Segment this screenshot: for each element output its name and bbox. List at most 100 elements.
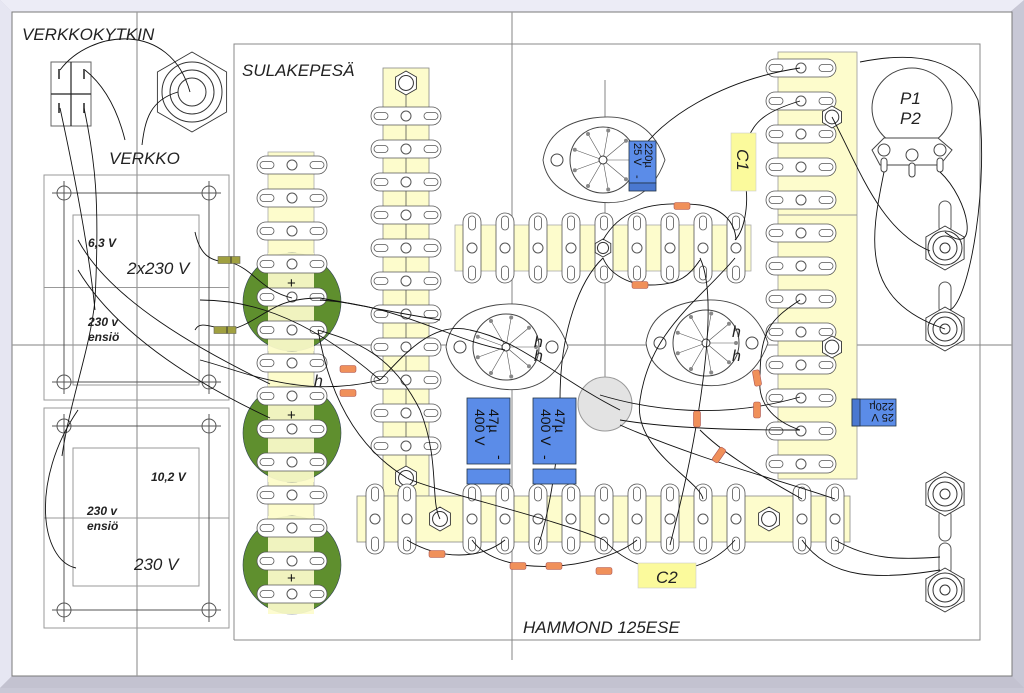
lug-hole bbox=[829, 513, 841, 525]
diode-2 bbox=[213, 326, 237, 334]
tube-socket-v1-pin bbox=[534, 345, 538, 349]
lug-slot-left bbox=[373, 343, 389, 351]
pot-terminal bbox=[877, 143, 891, 157]
tube-socket-v1-pin-line bbox=[477, 346, 507, 358]
frame-bevel-right bbox=[1012, 0, 1024, 688]
transformer-upper bbox=[43, 174, 230, 401]
wire-12 bbox=[229, 297, 321, 331]
tube-socket-v3-pin-line bbox=[602, 159, 609, 190]
lug-slot-left bbox=[373, 277, 389, 285]
lug-slot-right bbox=[423, 343, 439, 351]
lug-hole bbox=[400, 143, 412, 155]
lug-slot-right bbox=[818, 295, 834, 303]
tube-socket-v1-pin-line bbox=[490, 320, 507, 348]
tube-socket-v2-pin bbox=[734, 341, 738, 345]
lug-slot-left bbox=[768, 64, 784, 72]
lug-slot-right bbox=[309, 260, 325, 268]
lug-slot-left bbox=[768, 97, 784, 105]
resistor-12 bbox=[712, 446, 726, 464]
e2-base bbox=[466, 468, 511, 485]
e3-value: 47µ bbox=[552, 409, 568, 433]
lug-slot-left bbox=[373, 244, 389, 252]
pot-lug bbox=[908, 162, 916, 178]
wire-18 bbox=[379, 328, 621, 411]
tube-socket-v2-screw-r bbox=[745, 336, 759, 350]
mount-nut-hole bbox=[596, 241, 610, 255]
lug-hole bbox=[400, 110, 412, 122]
electrolytic-e4: 220µ 25 V bbox=[851, 398, 897, 427]
resistor-11-body bbox=[753, 401, 761, 419]
tube-socket-v1-pin-line bbox=[505, 317, 512, 348]
e4-base bbox=[851, 398, 861, 427]
lug-hole bbox=[401, 513, 413, 525]
c2-label: C2 bbox=[656, 568, 678, 587]
tube-socket-v2-pin bbox=[709, 370, 714, 375]
tube-socket-v1-pin-line bbox=[477, 336, 507, 348]
tag-strip-bottom bbox=[356, 483, 851, 555]
tube-socket-v2-pin bbox=[726, 321, 731, 326]
tube-socket-v3-screw-l bbox=[550, 153, 564, 167]
lug-slot-left bbox=[768, 262, 784, 270]
e3-base bbox=[532, 468, 577, 485]
fuse-holder-ring-outer bbox=[161, 61, 223, 123]
pot-body bbox=[871, 67, 953, 149]
lug-hole bbox=[369, 513, 381, 525]
lug-slot-bottom bbox=[633, 265, 641, 281]
lug-slot-bottom bbox=[732, 536, 740, 552]
wires bbox=[44, 38, 983, 576]
lug-slot-left bbox=[373, 376, 389, 384]
electrolytic-e3: 47µ 400 V - bbox=[532, 397, 577, 485]
lug-slot-top bbox=[371, 486, 379, 502]
tube-socket-v1-pin bbox=[475, 355, 480, 360]
input-jack-2-center bbox=[939, 323, 951, 335]
filter-cap-plus-3: + bbox=[287, 570, 296, 587]
resistor-7-body bbox=[545, 562, 563, 570]
lug-slot-right bbox=[818, 262, 834, 270]
lug-slot-left bbox=[768, 361, 784, 369]
e2-voltage: 400 V bbox=[472, 409, 488, 446]
lug-slot-right bbox=[423, 244, 439, 252]
mount-nut-hole bbox=[398, 470, 414, 486]
lug-slot-right bbox=[818, 427, 834, 435]
lug-slot-top bbox=[567, 486, 575, 502]
tube-socket-v1 bbox=[445, 303, 569, 391]
lug-slot-left bbox=[768, 295, 784, 303]
lug-hole bbox=[400, 176, 412, 188]
tube-socket-v1-pin bbox=[475, 334, 480, 339]
lug-slot-bottom bbox=[534, 265, 542, 281]
lug-slot-left bbox=[259, 293, 275, 301]
resistor-9-body bbox=[693, 410, 701, 428]
lug-hole bbox=[795, 359, 807, 371]
wire-34 bbox=[599, 394, 801, 412]
resistor-4-body bbox=[631, 281, 649, 289]
lug-slot-right bbox=[818, 97, 834, 105]
lug-hole bbox=[286, 225, 298, 237]
wire-30 bbox=[939, 171, 968, 240]
tube-socket-v2-pin-line bbox=[677, 332, 707, 344]
lug-hole bbox=[565, 513, 577, 525]
wire-6 bbox=[77, 239, 271, 385]
lug-slot-top bbox=[699, 486, 707, 502]
lug-slot-right bbox=[818, 64, 834, 72]
resistor-10 bbox=[752, 369, 762, 387]
tag-strip-center bbox=[370, 67, 442, 497]
lug-slot-right bbox=[309, 557, 325, 565]
lug-hole bbox=[466, 242, 478, 254]
tube-socket-v2-pin bbox=[675, 330, 680, 335]
lug-slot-left bbox=[373, 178, 389, 186]
lug-slot-left bbox=[373, 442, 389, 450]
lug-hole bbox=[286, 555, 298, 567]
frame-bevel-top bbox=[0, 0, 1024, 12]
tube-socket-v1-ring bbox=[472, 313, 540, 381]
wire-15 bbox=[317, 329, 605, 541]
c2-body bbox=[637, 562, 697, 589]
fuse-holder-ring-mid bbox=[169, 69, 215, 115]
tube-socket-v3-pin bbox=[572, 147, 577, 152]
lug-slot-bottom bbox=[633, 536, 641, 552]
lug-slot-right bbox=[423, 409, 439, 417]
e1-polarity: - bbox=[631, 175, 643, 179]
lug-slot-bottom bbox=[567, 536, 575, 552]
tube-socket-v1-pin bbox=[526, 364, 531, 369]
heater-mark-3: h bbox=[732, 324, 741, 341]
lug-slot-right bbox=[309, 458, 325, 466]
